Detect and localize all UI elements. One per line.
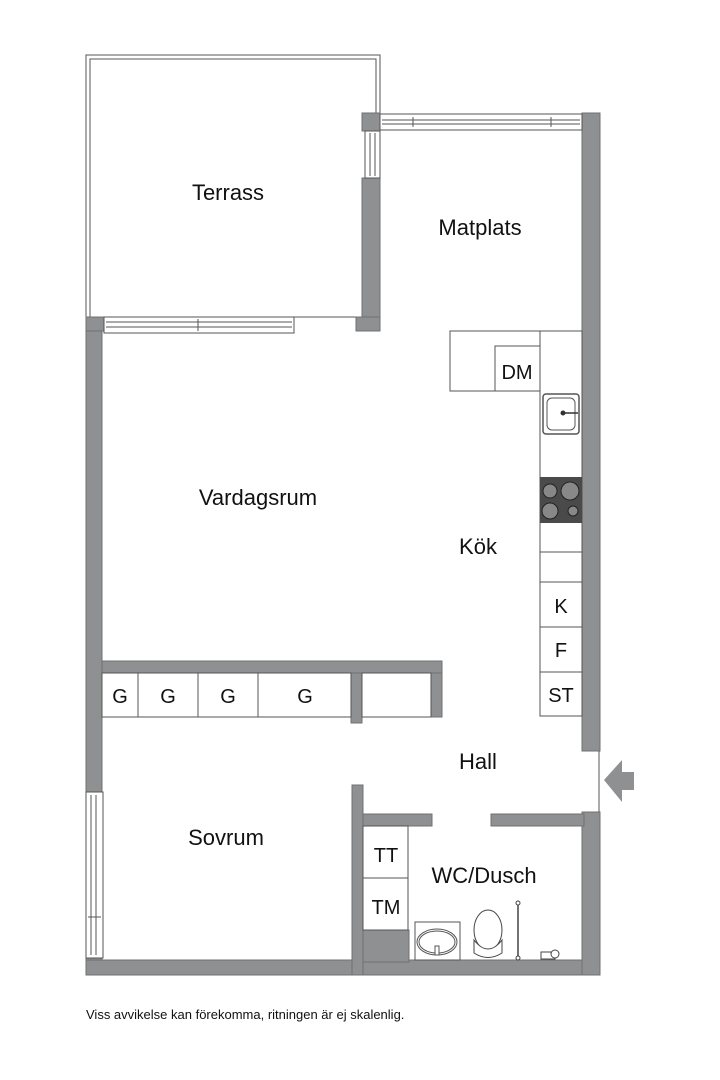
- label-wardrobe-1: G: [112, 686, 128, 708]
- closets: [101, 672, 432, 718]
- label-washer: TM: [372, 897, 401, 919]
- label-dishwasher: DM: [501, 362, 532, 384]
- label-wardrobe-2: G: [160, 686, 176, 708]
- label-fridge: K: [554, 596, 568, 618]
- room-label-terrass: Terrass: [192, 180, 264, 205]
- room-labels: Terrass Matplats Vardagsrum Kök Hall Sov…: [188, 180, 536, 888]
- label-wardrobe-3: G: [220, 686, 236, 708]
- bathroom: [362, 825, 560, 961]
- entrance-arrow-icon: [604, 760, 634, 802]
- entrance: [598, 751, 634, 812]
- disclaimer-note: Viss avvikelse kan förekomma, ritningen …: [86, 1007, 405, 1022]
- room-label-kok: Kök: [459, 534, 498, 559]
- walls: [85, 112, 601, 976]
- room-label-matplats: Matplats: [438, 215, 521, 240]
- windows: [85, 113, 583, 959]
- room-label-sovrum: Sovrum: [188, 825, 264, 850]
- room-label-wc-dusch: WC/Dusch: [431, 863, 536, 888]
- label-closet: ST: [548, 685, 574, 707]
- appliance-labels: DM K F ST TT TM G G G G: [112, 362, 574, 919]
- label-dryer: TT: [374, 845, 398, 867]
- kitchen: [449, 330, 583, 717]
- label-wardrobe-4: G: [297, 686, 313, 708]
- room-label-hall: Hall: [459, 749, 497, 774]
- label-freezer: F: [555, 640, 567, 662]
- room-label-vardagsrum: Vardagsrum: [199, 485, 317, 510]
